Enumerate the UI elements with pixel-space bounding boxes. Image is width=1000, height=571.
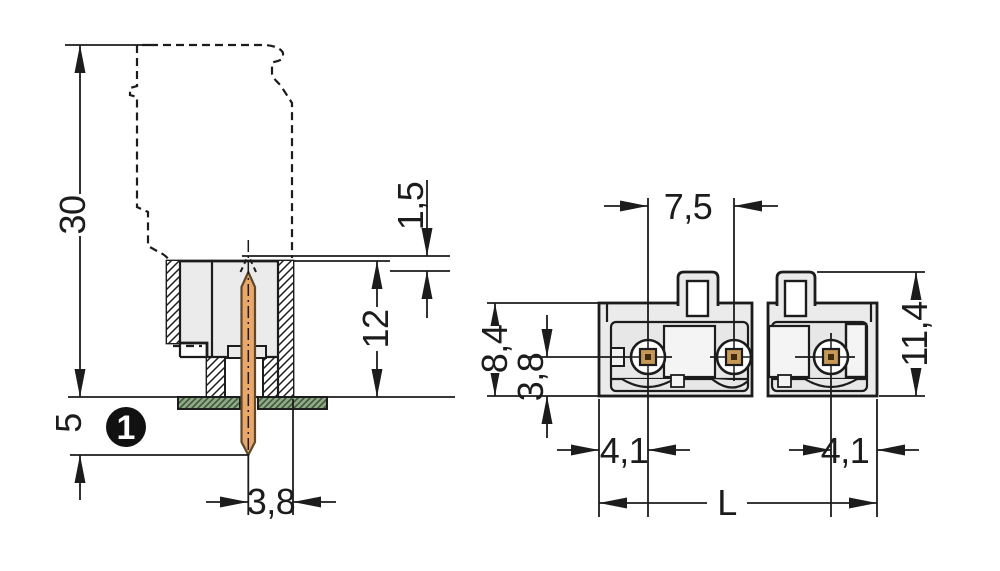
dim-label: 11,4 — [894, 301, 935, 366]
arrowhead — [648, 444, 676, 456]
dim-label: 7,5 — [664, 186, 713, 227]
arrowhead — [734, 200, 762, 212]
pcb-left-hatch — [177, 396, 241, 410]
arrowhead — [803, 444, 831, 456]
arrowhead — [74, 369, 86, 397]
arrowhead — [489, 368, 501, 396]
dim-label: 1,5 — [390, 182, 431, 231]
arrowhead — [571, 444, 599, 456]
dim-pin-recess: 1,5 — [242, 180, 450, 318]
arrowhead — [371, 369, 383, 397]
dim-total-length: L — [599, 482, 877, 523]
dim-pin-row-offset: 3,8 — [510, 315, 553, 438]
dim-label: 4,1 — [821, 430, 870, 471]
separator-notch — [670, 374, 685, 388]
front-view: 7,5 8,4 3,8 11,4 — [474, 186, 935, 523]
pin-contact-3 — [812, 338, 850, 376]
dim-body-height: 12 — [293, 260, 396, 397]
dim-body-depth: 8,4 — [474, 302, 598, 397]
arrowhead — [849, 497, 877, 509]
label-bg — [60, 194, 88, 236]
arrowhead — [220, 496, 248, 508]
label-bg — [481, 326, 509, 373]
arrowhead — [910, 272, 922, 300]
dim-pin-offset: 3,8 — [206, 399, 336, 522]
end-slot — [844, 322, 868, 379]
pin-core — [731, 354, 737, 360]
body-wall-hatch-left-lines — [167, 261, 180, 343]
latch-tab-left-hole — [685, 279, 710, 318]
callout-circle — [106, 407, 146, 447]
body-pedestal-hatch-left-lines — [207, 358, 225, 397]
arrowhead — [620, 200, 648, 212]
dim-label: L — [717, 482, 737, 523]
arrowhead — [541, 396, 553, 424]
pin-contact-1 — [629, 338, 667, 376]
dim-label: 30 — [52, 195, 93, 234]
arrowhead — [421, 271, 433, 299]
pin-core — [828, 354, 834, 360]
side-view: 1 30 5 1,5 — [48, 43, 455, 522]
body-pedestal-hatch-right-lines — [263, 358, 278, 397]
dim-end-offset-right: 4,1 — [789, 399, 919, 517]
arrowhead — [489, 303, 501, 331]
pin-core — [645, 354, 651, 360]
arrowhead — [371, 261, 383, 289]
dim-label: 5 — [48, 413, 89, 433]
latch-tab-right-hole — [783, 279, 808, 318]
solder-pin — [239, 240, 257, 463]
arrowhead — [910, 368, 922, 396]
arrowhead — [421, 228, 433, 256]
pin-contact-2 — [715, 338, 753, 376]
separator-notch — [777, 374, 792, 388]
dim-label: 12 — [355, 309, 396, 348]
mating-plug-outline — [128, 43, 294, 348]
arrowhead — [599, 497, 627, 509]
arrowhead — [877, 444, 905, 456]
arrowhead — [541, 329, 553, 357]
pcb-board — [177, 396, 328, 410]
dim-end-offset-left: 4,1 — [557, 399, 690, 517]
body-wall-hatch-right-lines — [278, 261, 293, 397]
callout-number: 1 — [117, 409, 136, 447]
dim-label: 3,8 — [510, 353, 551, 402]
arrowhead — [74, 45, 86, 73]
dim-label: 4,1 — [600, 430, 649, 471]
dim-label: 8,4 — [474, 325, 515, 374]
dim-total-height: 30 — [52, 44, 150, 397]
label-bg — [362, 307, 390, 351]
pin-hidden-tip — [239, 255, 257, 273]
dim-pin-below-board: 5 — [48, 413, 248, 500]
arrowhead — [74, 455, 86, 483]
pole-separator-right — [767, 324, 811, 379]
contact-scallop — [711, 378, 749, 389]
pole-separator-left — [662, 324, 717, 379]
dim-label: 3,8 — [247, 481, 296, 522]
label-bg — [707, 488, 747, 518]
dim-pin-pitch: 7,5 — [604, 186, 778, 227]
label-bg — [902, 300, 930, 368]
dim-total-depth: 11,4 — [817, 271, 935, 397]
arrowhead — [293, 496, 321, 508]
pin-callout: 1 — [106, 407, 146, 447]
